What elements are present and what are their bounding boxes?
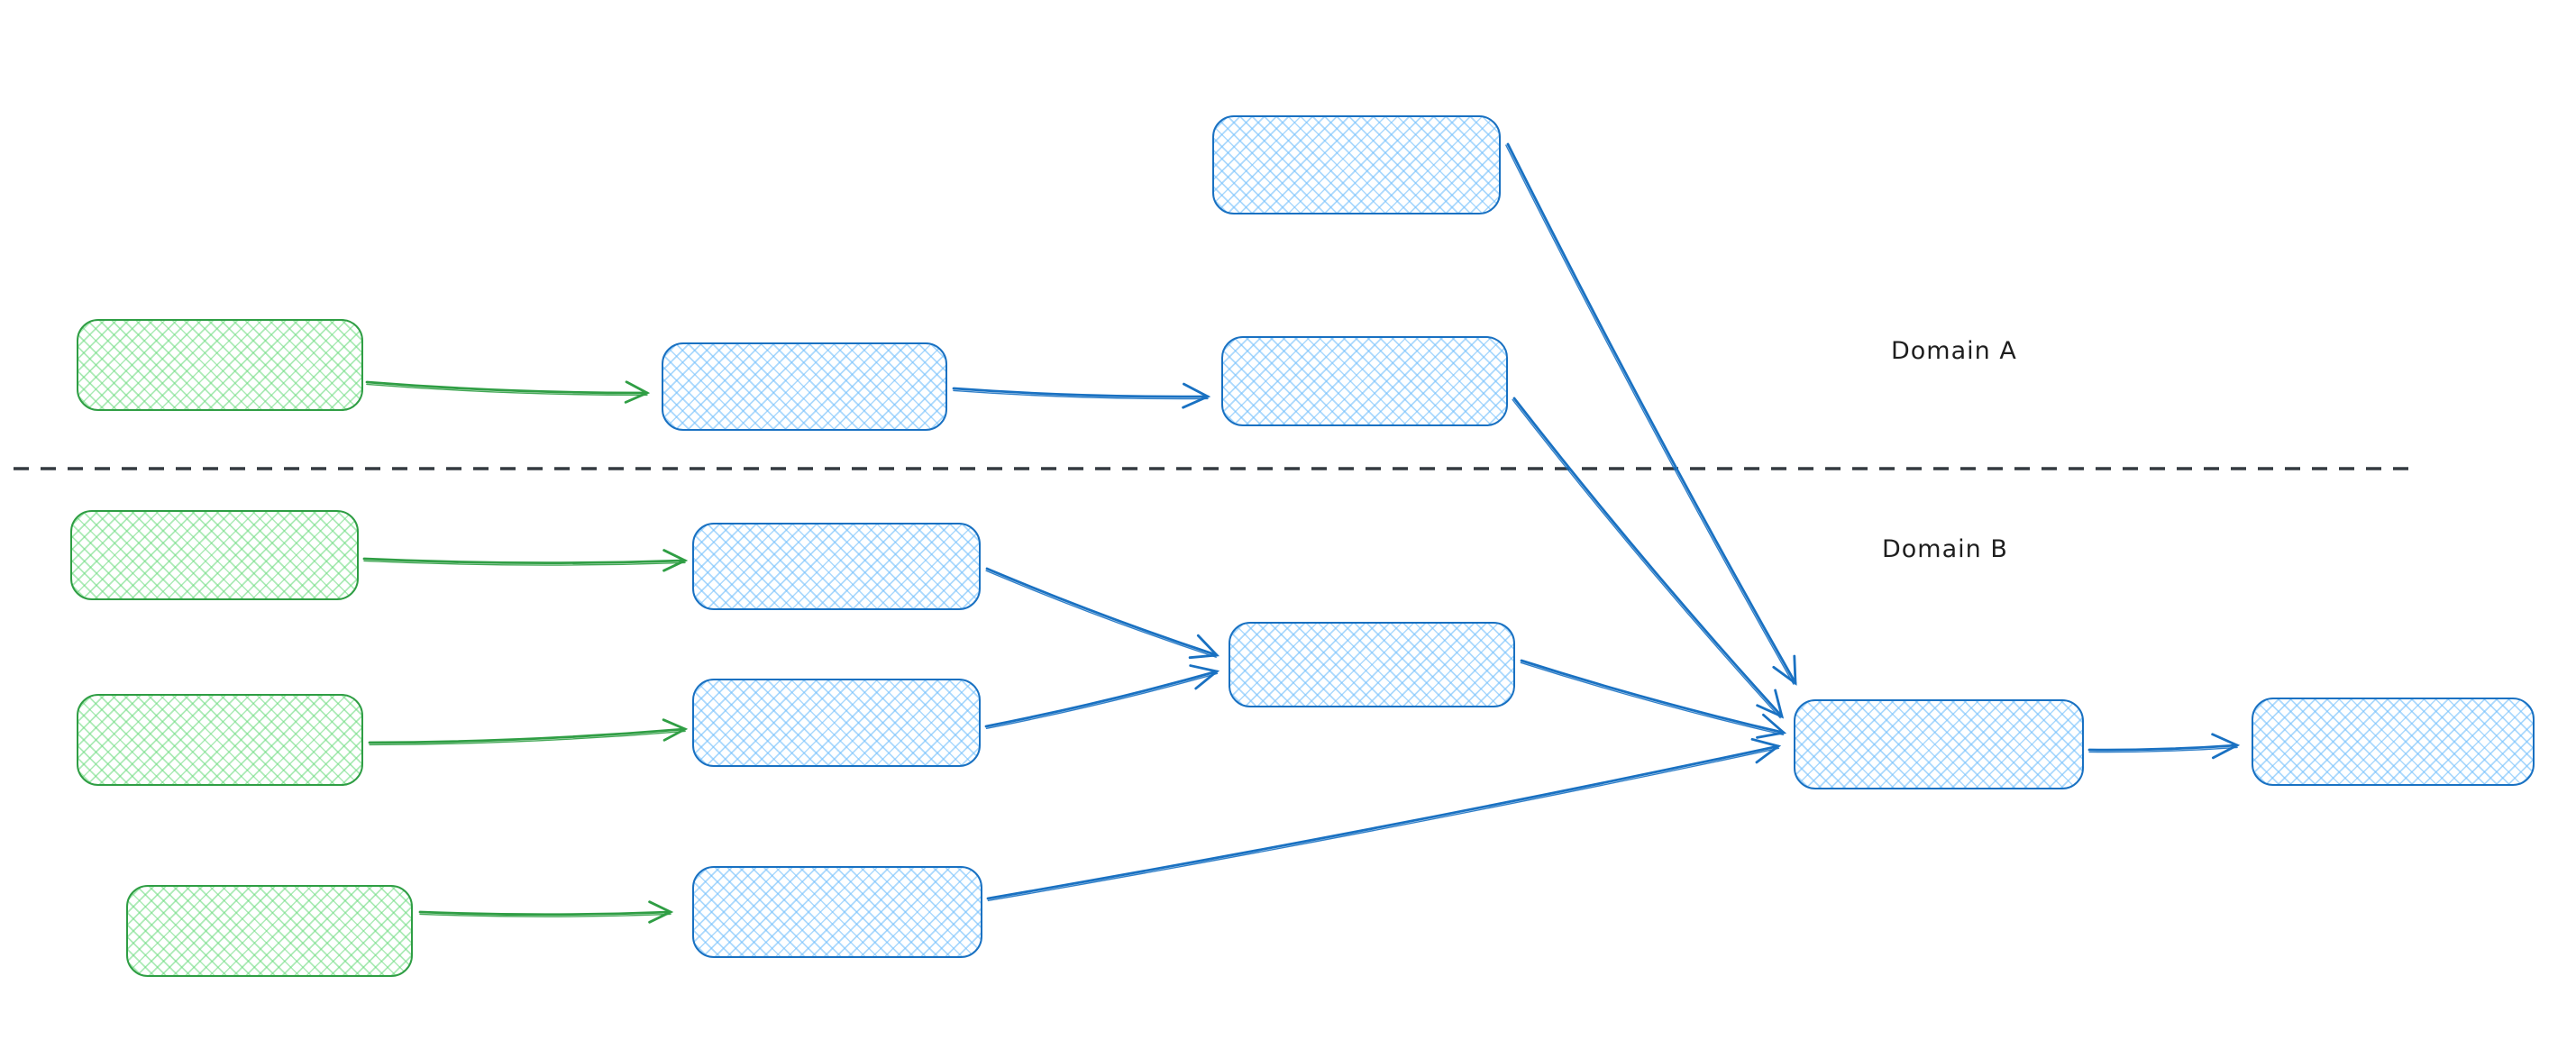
arrow-blue-b1-to-merge[interactable]: [985, 567, 1220, 660]
source-box-a1[interactable]: [77, 319, 363, 411]
stage-box-b3[interactable]: [692, 866, 982, 958]
stage-box-a2[interactable]: [1221, 336, 1508, 426]
arrow-blue-a1-to-blue-a2[interactable]: [952, 382, 1211, 409]
domain-a-label[interactable]: Domain A: [1891, 337, 2017, 365]
arrow-green-b2-to-blue-b2[interactable]: [368, 718, 689, 746]
source-box-b1[interactable]: [70, 510, 359, 600]
arrow-green-b3-to-blue-b3[interactable]: [418, 900, 674, 924]
standalone-box-domain-a[interactable]: [1212, 115, 1501, 214]
arrow-blue-b3-to-sink[interactable]: [986, 737, 1782, 902]
stage-box-b2[interactable]: [692, 679, 981, 767]
source-box-b2[interactable]: [77, 694, 363, 786]
stage-box-b1[interactable]: [692, 523, 981, 610]
arrow-standalone-a-to-sink[interactable]: [1505, 142, 1797, 686]
arrow-green-a1-to-blue-a1[interactable]: [365, 380, 651, 404]
merge-box-domain-b[interactable]: [1229, 622, 1515, 707]
arrow-blue-b2-to-merge[interactable]: [984, 664, 1220, 730]
stage-box-a1[interactable]: [662, 342, 947, 431]
source-box-b3[interactable]: [126, 885, 413, 977]
arrow-sink-to-output[interactable]: [2087, 733, 2241, 760]
sink-box[interactable]: [1794, 699, 2084, 789]
arrow-green-b1-to-blue-b1[interactable]: [362, 549, 689, 572]
arrow-blue-a2-to-sink[interactable]: [1512, 397, 1785, 719]
output-box[interactable]: [2252, 698, 2535, 786]
arrow-merge-to-sink[interactable]: [1520, 659, 1787, 739]
domain-b-label[interactable]: Domain B: [1882, 535, 2008, 563]
